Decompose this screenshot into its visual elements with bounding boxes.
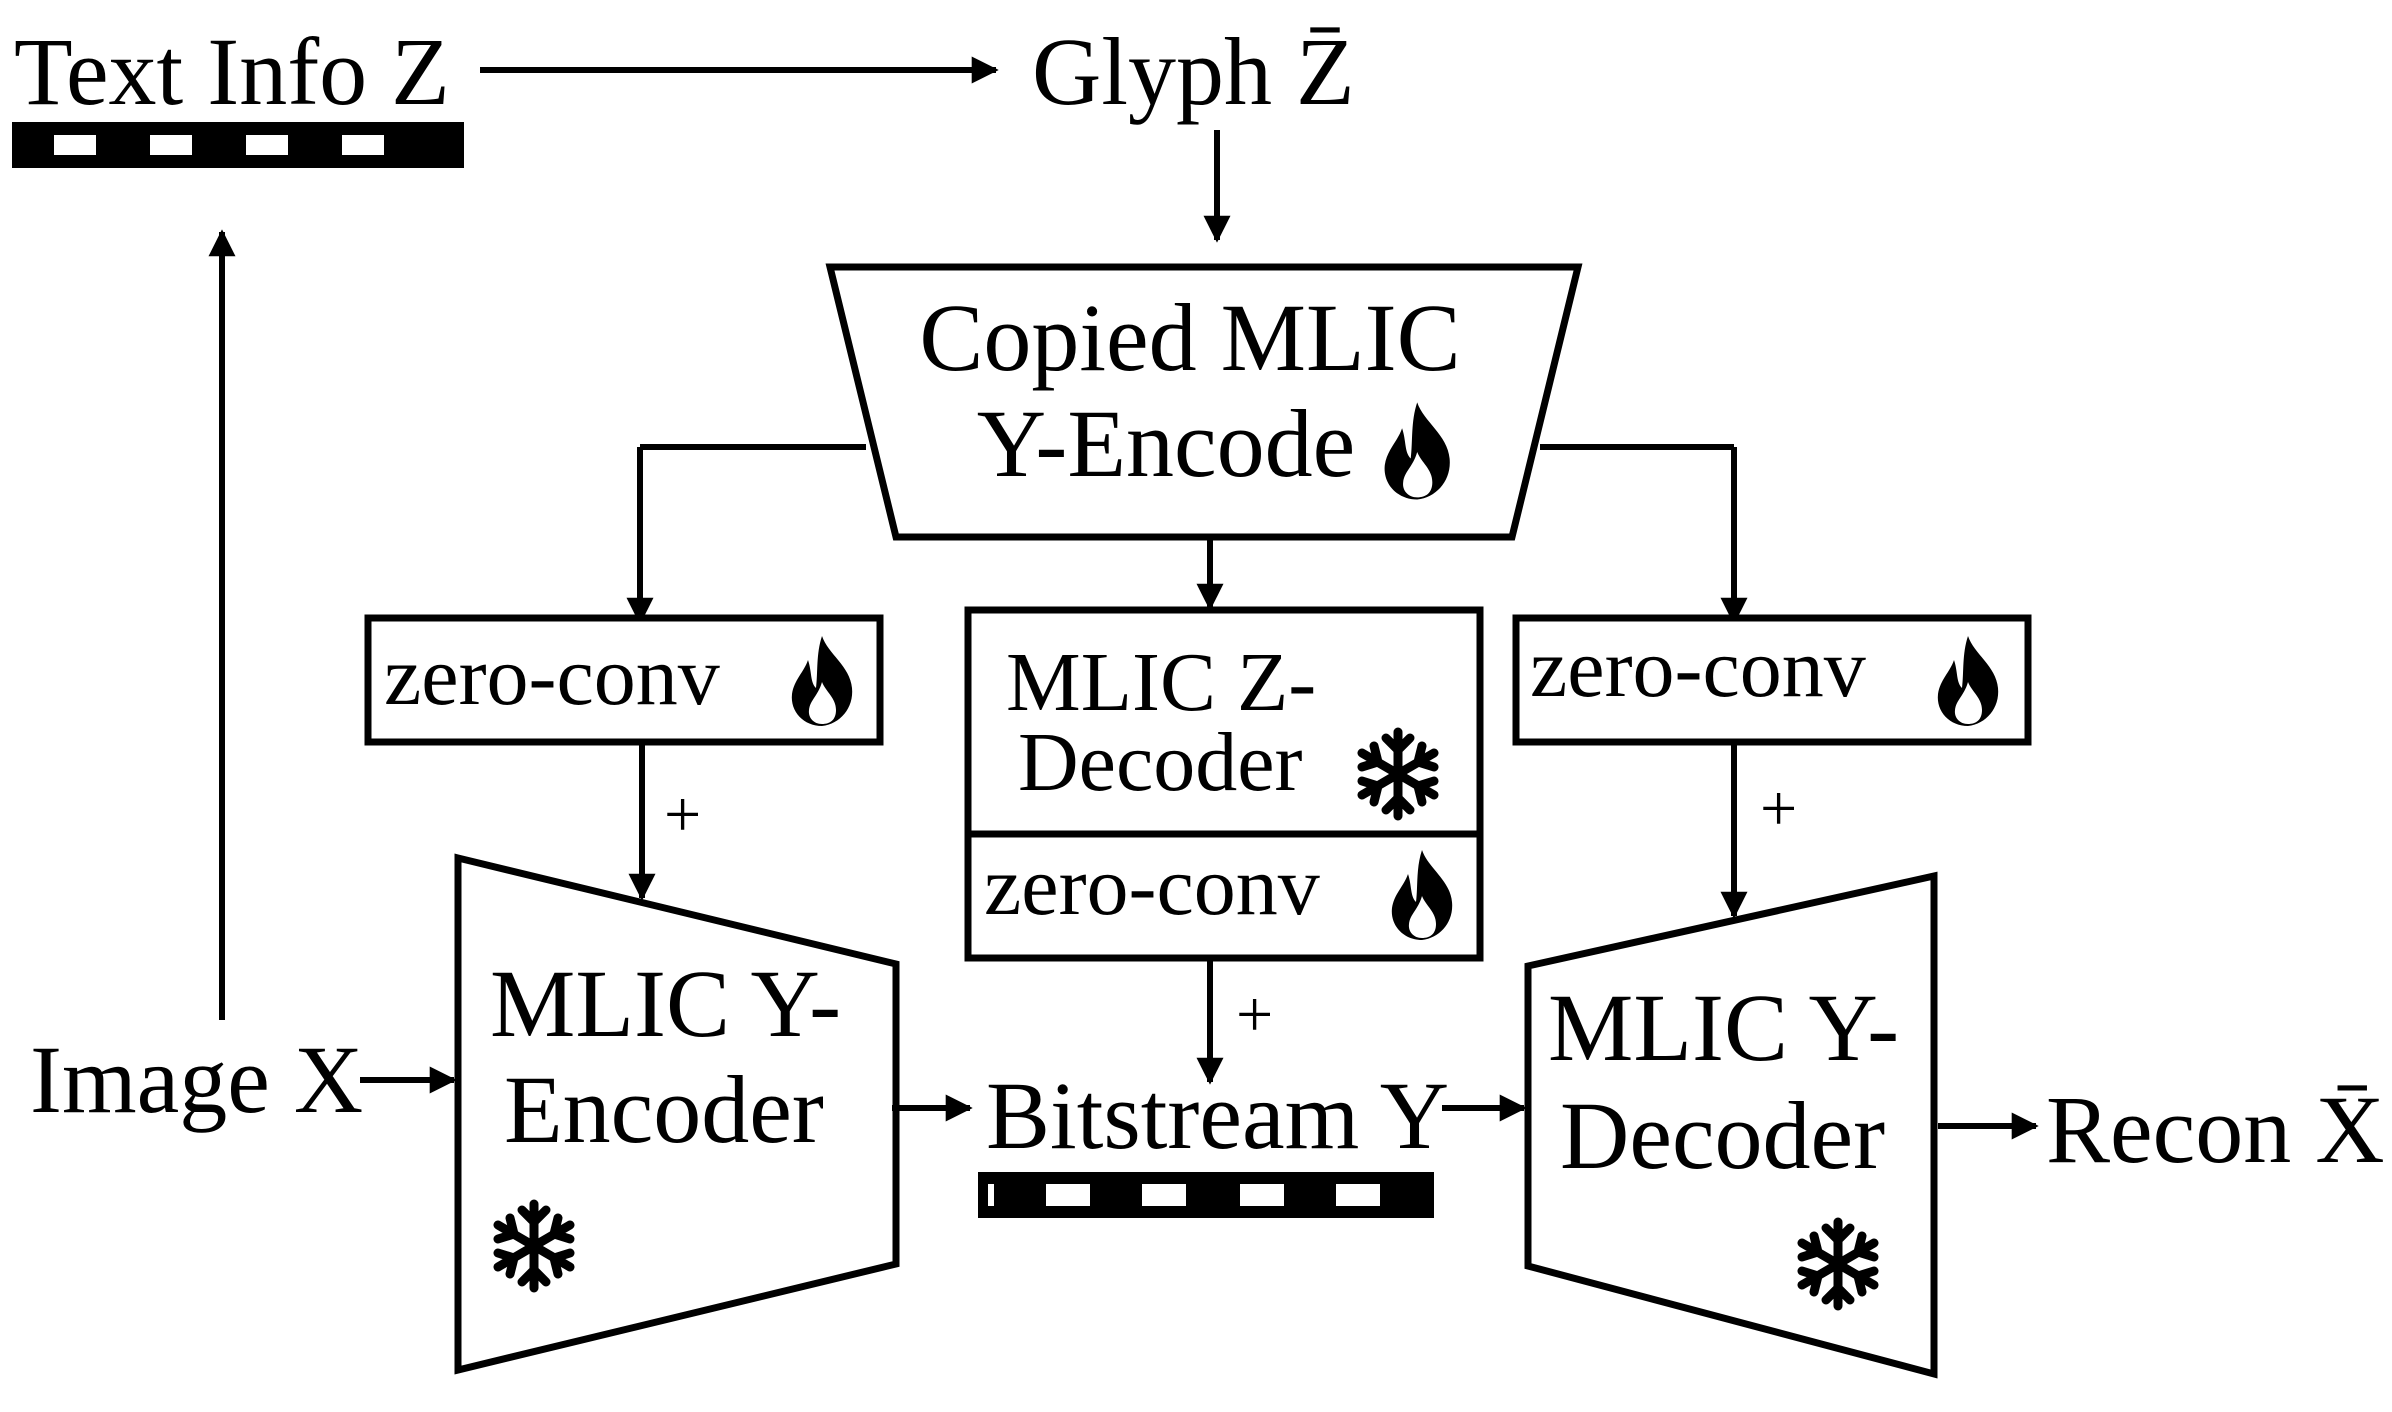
- y-decoder-title: MLIC Y-: [1548, 974, 1899, 1081]
- recon-label: Recon X̄: [2046, 1076, 2385, 1183]
- plus-right: +: [1760, 772, 1797, 845]
- y-decoder-block: [1524, 871, 1938, 1379]
- y-encoder-title: MLIC Y-: [490, 950, 841, 1057]
- y-decoder-subtitle: Decoder: [1560, 1082, 1885, 1189]
- text-info-label: Text Info Z: [14, 18, 450, 125]
- y-encoder-subtitle: Encoder: [504, 1056, 824, 1163]
- image-label: Image X: [30, 1026, 363, 1133]
- text-info-bar: [12, 122, 464, 168]
- copied-branch-right: [1540, 444, 1748, 625]
- copied-encoder-subtitle: Y-Encode: [977, 390, 1356, 497]
- zero-conv-left-label: zero-conv: [384, 630, 720, 723]
- zero-conv-center: [964, 830, 1484, 962]
- z-decoder-title: MLIC Z-: [1006, 636, 1316, 729]
- plus-center: +: [1236, 978, 1273, 1051]
- bitstream-bar: [978, 1172, 1434, 1218]
- z-decoder-subtitle: Decoder: [1018, 716, 1303, 809]
- copied-encoder-title: Copied MLIC: [919, 284, 1460, 391]
- glyph-label: Glyph Z̄: [1032, 18, 1355, 125]
- zero-conv-center-label: zero-conv: [984, 840, 1320, 933]
- plus-left: +: [664, 778, 701, 851]
- zero-conv-right-label: zero-conv: [1530, 622, 1866, 715]
- bitstream-label: Bitstream Y: [986, 1062, 1449, 1169]
- zero-conv-left: [364, 614, 884, 746]
- zero-conv-right: [1512, 614, 2032, 746]
- copied-branch-left: [626, 444, 866, 625]
